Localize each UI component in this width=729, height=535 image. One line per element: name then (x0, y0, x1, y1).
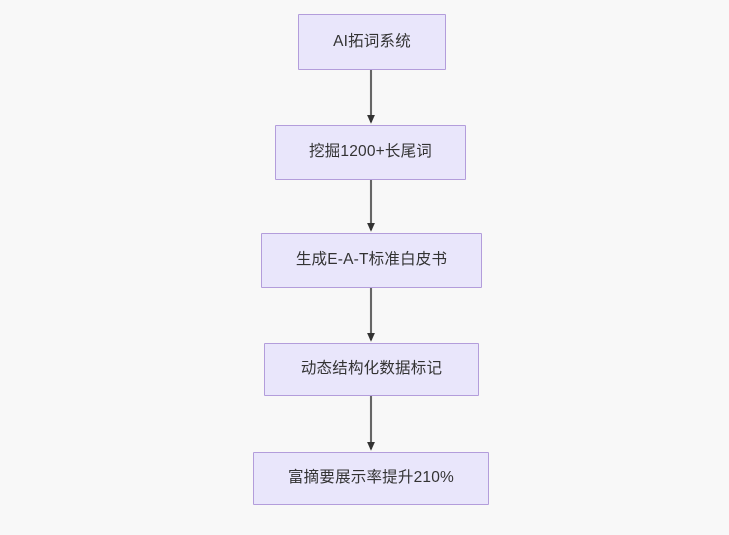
flow-node-dynamic-structured-data-markup[interactable]: 动态结构化数据标记 (264, 343, 479, 396)
flow-node-ai-keyword-system[interactable]: AI拓词系统 (298, 14, 446, 70)
flow-node-rich-snippet-impression-uplift[interactable]: 富摘要展示率提升210% (253, 452, 489, 505)
flow-node-label: 生成E-A-T标准白皮书 (295, 251, 448, 269)
flow-node-label: 动态结构化数据标记 (300, 360, 443, 378)
flow-node-label: 挖掘1200+长尾词 (308, 143, 433, 161)
flow-node-mine-longtail-keywords[interactable]: 挖掘1200+长尾词 (275, 125, 466, 180)
flow-node-label: 富摘要展示率提升210% (287, 469, 455, 487)
flow-node-generate-eat-whitepaper[interactable]: 生成E-A-T标准白皮书 (261, 233, 482, 288)
flow-node-label: AI拓词系统 (333, 32, 411, 50)
